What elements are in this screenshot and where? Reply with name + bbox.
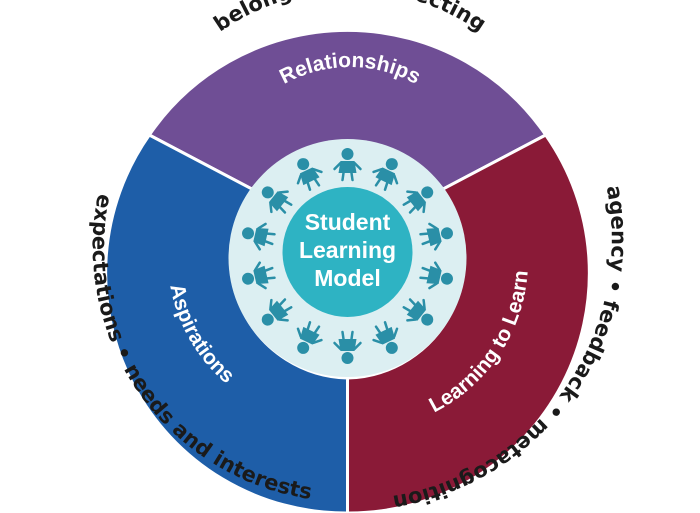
center-circle [282,187,413,317]
child-figure-icon [333,148,362,182]
child-figure-icon [261,186,293,214]
child-figure-icon [333,330,362,364]
children-figures-ring [242,148,453,364]
child-figure-icon [242,261,276,290]
child-figure-icon [402,186,434,214]
center-line-2: Learning [299,237,396,263]
child-figure-icon [296,321,323,354]
child-figure-icon [261,298,293,326]
child-figure-icon [372,321,399,354]
child-figure-icon [242,222,276,251]
child-figure-icon [372,158,399,191]
center-line-3: Model [314,265,380,291]
center-line-1: Student [305,209,391,235]
child-figure-icon [419,222,453,251]
child-figure-icon [402,298,434,326]
child-figure-icon [296,158,323,191]
child-figure-icon [419,261,453,290]
